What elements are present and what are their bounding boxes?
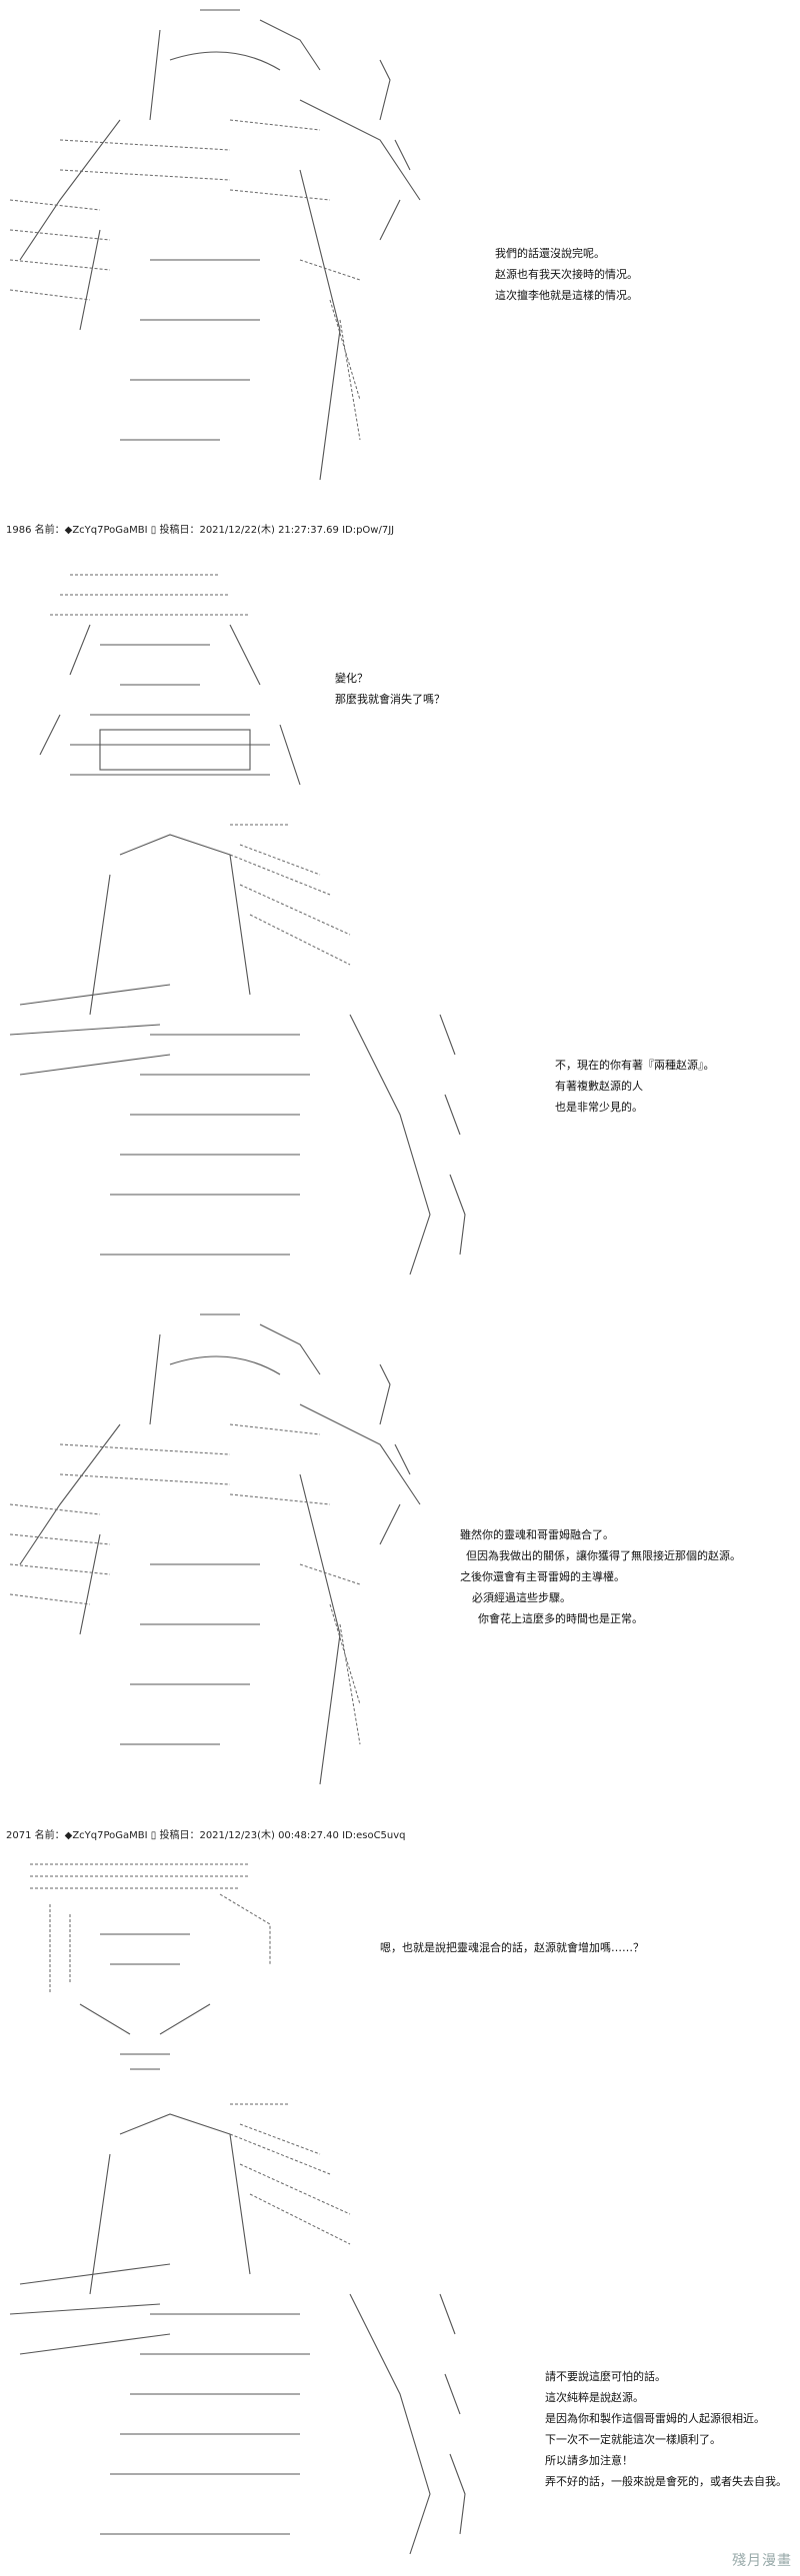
dialogue-line: 所以請多加注意！ <box>545 2454 633 2467</box>
panel-5: 嗯，也就是說把靈魂混合的話，赵源就會增加嗎……？ <box>0 1849 800 2089</box>
dialogue-line: 有著複數赵源的人 <box>555 1080 643 1093</box>
dialogue-line: 那麼我就會消失了嗎？ <box>335 693 445 706</box>
post-header: 2071 名前：◆ZcYq7PoGaMBI ▯ 投稿日：2021/12/23(木… <box>6 1830 406 1841</box>
panel-4: 雖然你的靈魂和哥雷姆融合了。 但因為我做出的關係，讓你獲得了無限接近那個的赵源。… <box>0 1304 800 1819</box>
dialogue-block: 嗯，也就是說把靈魂混合的話，赵源就會增加嗎……？ <box>380 1937 644 1958</box>
dialogue-line: 你會花上這麼多的時間也是正常。 <box>478 1612 643 1625</box>
panel-3: 不，現在的你有著『兩種赵源』。 有著複數赵源的人 也是非常少見的。 <box>0 815 800 1294</box>
ascii-art-figure <box>0 2094 480 2564</box>
dialogue-line: 弄不好的話，一般來說是會死的，或者失去自我。 <box>545 2475 787 2488</box>
dialogue-line: 我們的話還沒說完呢。 <box>495 247 605 260</box>
dialogue-line: 是因為你和製作這個哥雷姆的人起源很相近。 <box>545 2412 765 2425</box>
dialogue-line: 不，現在的你有著『兩種赵源』。 <box>555 1059 715 1072</box>
ascii-art-figure <box>0 815 480 1285</box>
dialogue-line: 必須經過這些步驟。 <box>472 1591 571 1604</box>
dialogue-line: 也是非常少見的。 <box>555 1101 643 1114</box>
ascii-art-figure <box>20 1854 290 2084</box>
dialogue-line: 嗯，也就是說把靈魂混合的話，赵源就會增加嗎……？ <box>380 1941 644 1954</box>
watermark: 殘月漫畫 <box>732 2553 792 2569</box>
dialogue-block: 請不要說這麼可怕的話。 這次純粹是說赵源。 是因為你和製作這個哥雷姆的人起源很相… <box>545 2366 787 2492</box>
panel-1: 我們的話還沒說完呢。 赵源也有我天次接時的情况。 這次擅李他就是這樣的情况。 <box>0 0 800 510</box>
panel-6: 請不要說這麼可怕的話。 這次純粹是說赵源。 是因為你和製作這個哥雷姆的人起源很相… <box>0 2094 800 2576</box>
dialogue-line: 赵源也有我天次接時的情况。 <box>495 268 638 281</box>
ascii-art-figure <box>0 1304 470 1804</box>
dialogue-block: 不，現在的你有著『兩種赵源』。 有著複數赵源的人 也是非常少見的。 <box>555 1055 715 1118</box>
dialogue-block: 變化？ 那麼我就會消失了嗎？ <box>335 668 445 710</box>
dialogue-line: 這次純粹是說赵源。 <box>545 2391 644 2404</box>
dialogue-line: 雖然你的靈魂和哥雷姆融合了。 <box>460 1528 614 1541</box>
dialogue-line: 這次擅李他就是這樣的情况。 <box>495 289 638 302</box>
dialogue-line: 變化？ <box>335 672 368 685</box>
dialogue-block: 雖然你的靈魂和哥雷姆融合了。 但因為我做出的關係，讓你獲得了無限接近那個的赵源。… <box>460 1524 741 1629</box>
dialogue-line: 之後你還會有主哥雷姆的主導權。 <box>460 1570 625 1583</box>
post-header: 1986 名前：◆ZcYq7PoGaMBI ▯ 投稿日：2021/12/22(木… <box>6 525 395 536</box>
dialogue-block: 我們的話還沒說完呢。 赵源也有我天次接時的情况。 這次擅李他就是這樣的情况。 <box>495 243 638 306</box>
ascii-art-figure <box>0 0 470 500</box>
dialogue-line: 請不要說這麼可怕的話。 <box>545 2370 666 2383</box>
dialogue-line: 但因為我做出的關係，讓你獲得了無限接近那個的赵源。 <box>466 1549 741 1562</box>
panel-2: 變化？ 那麼我就會消失了嗎？ <box>0 545 800 810</box>
dialogue-line: 下一次不一定就能這次一樣順利了。 <box>545 2433 721 2446</box>
ascii-art-figure <box>30 555 310 805</box>
